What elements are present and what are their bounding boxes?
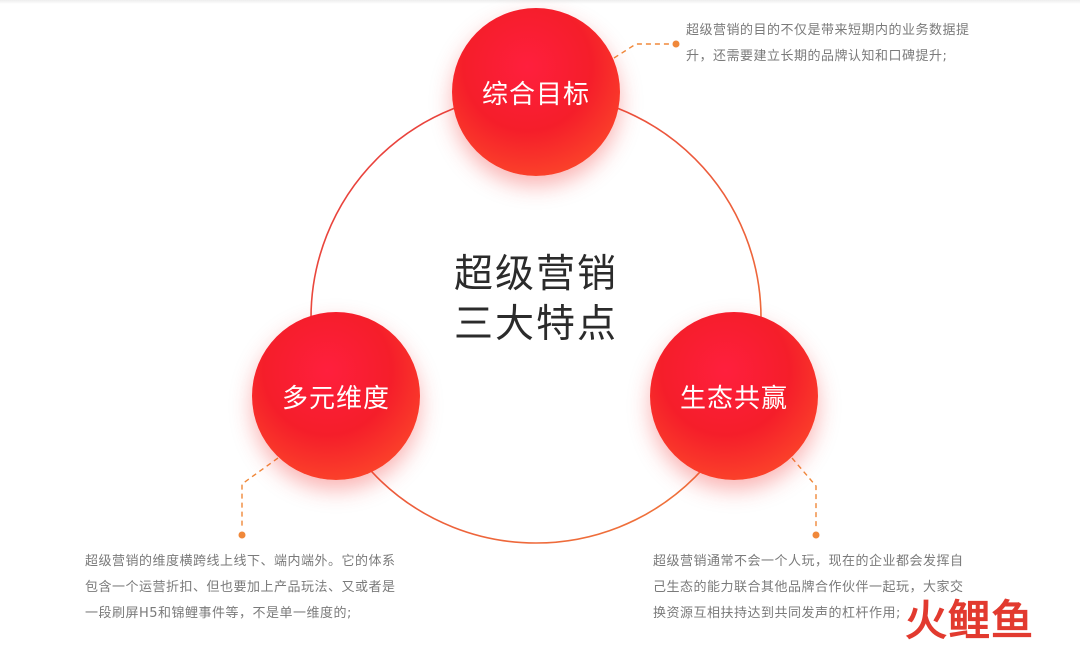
description-line: 超级营销的目的不仅是带来短期内的业务数据提 [686,23,970,38]
center-title: 超级营销 三大特点 [420,250,652,350]
description-top: 超级营销的目的不仅是带来短期内的业务数据提 升，还需要建立长期的品牌认知和口碑提… [686,18,970,70]
connector-left [241,457,279,528]
description-line: 己生态的能力联合其他品牌合作伙伴一起玩，大家交 [653,580,964,595]
watermark-logo: 火鲤鱼 [905,596,1035,645]
description-right: 超级营销通常不会一个人玩，现在的企业都会发挥自 己生态的能力联合其他品牌合作伙伴… [653,549,964,627]
connector-top [613,43,672,59]
description-line: 升，还需要建立长期的品牌认知和口碑提升; [686,49,948,64]
node-label: 综合目标 [481,79,590,110]
node-label: 生态共赢 [679,383,788,414]
top-divider [0,0,1080,4]
connector-dot-top [672,40,680,48]
node-ecosystem-win-win: 生态共赢 [650,312,818,480]
description-line: 包含一个运营折扣、但也要加上产品玩法、又或者是 [85,580,396,595]
node-comprehensive-goals: 综合目标 [452,8,620,176]
connector-right [791,457,817,528]
description-line: 一段刷屏H5和锦鲤事件等，不是单一维度的; [85,606,352,621]
description-line: 超级营销通常不会一个人玩，现在的企业都会发挥自 [653,554,964,569]
description-left: 超级营销的维度横跨线上线下、端内端外。它的体系 包含一个运营折扣、但也要加上产品… [85,549,396,627]
description-line: 超级营销的维度横跨线上线下、端内端外。它的体系 [85,554,396,569]
node-label: 多元维度 [281,383,390,414]
description-line: 换资源互相扶持达到共同发声的杠杆作用; [653,606,901,621]
connector-dot-right [812,531,820,539]
center-title-line-1: 超级营销 [453,252,618,297]
connector-dot-left [238,531,246,539]
center-title-line-2: 三大特点 [453,302,618,347]
node-multi-dimension: 多元维度 [252,312,420,480]
